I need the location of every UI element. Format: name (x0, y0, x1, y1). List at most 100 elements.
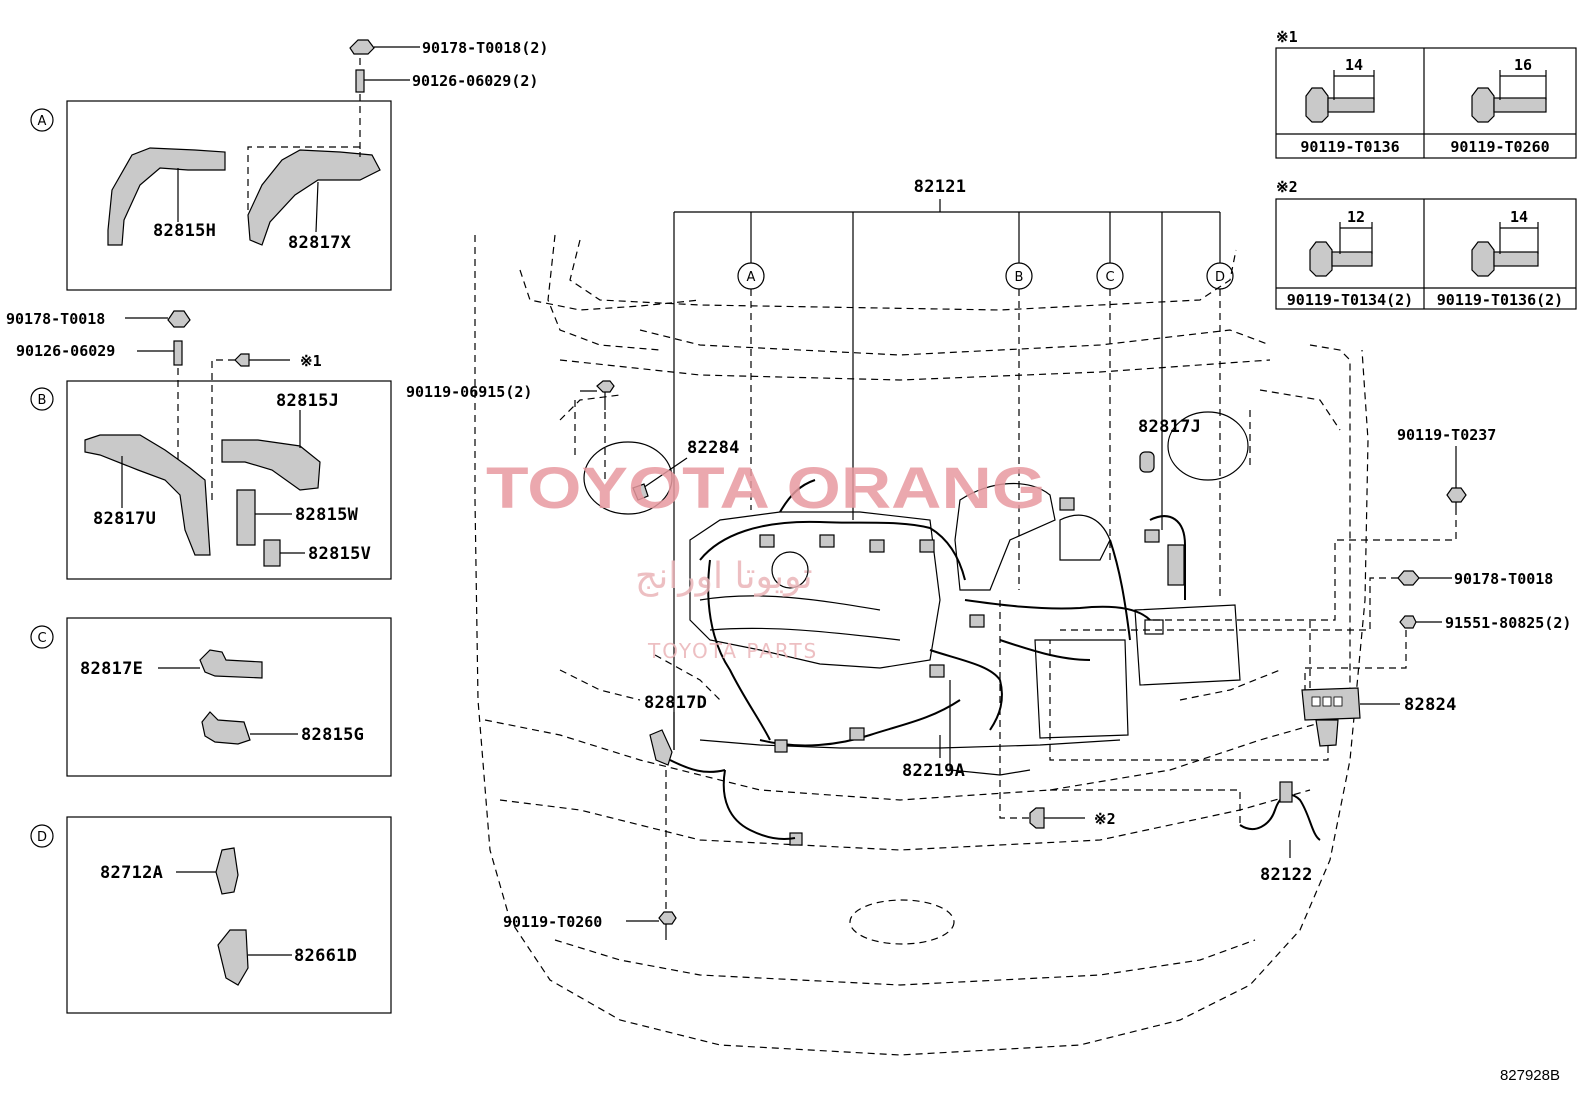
legend-2-size-1: 12 (1347, 208, 1365, 226)
part-82122: 82122 (1260, 865, 1313, 885)
part-82712a: 82712A (100, 863, 163, 883)
vehicle-outline (474, 234, 1369, 1056)
stud-icon (173, 340, 183, 366)
marker-d-circle (30, 824, 54, 848)
legend-1-size-2: 16 (1514, 56, 1532, 74)
marker-b-label: B (38, 393, 47, 408)
fastener-b-stud: 90126-06029 (16, 342, 115, 360)
panel-d-box (66, 816, 392, 1014)
panel-c: C 82817E 82815G (30, 617, 392, 777)
clip-82815w-icon (236, 489, 256, 546)
bolt-icon (1309, 241, 1333, 277)
main-bracket: 82121 A B C D (673, 177, 1234, 750)
bolt-icon (1305, 87, 1329, 123)
leader-marker-b: B (1015, 270, 1024, 285)
bracket-82817e-icon (199, 649, 263, 679)
bolt-icon (1029, 807, 1045, 829)
bolt-icon (596, 380, 615, 393)
panel-b: B 82817U 82815J 82815W 82815V (30, 380, 392, 580)
clip-82815g-icon (201, 711, 251, 745)
legend-2-part-2: 90119-T0136(2) (1437, 291, 1563, 309)
panel-a: A 82815H 82817X 90178-T0018(2) 90126-060… (30, 39, 548, 291)
nut-icon (167, 310, 191, 328)
note-mark-2: ※2 (1094, 810, 1116, 828)
legend-1-size-1: 14 (1345, 56, 1363, 74)
bracket-82817d-icon (649, 729, 673, 766)
fastener-right-nut: 90178-T0018 (1454, 570, 1553, 588)
legend-2-box (1275, 198, 1577, 310)
panel-c-box (66, 617, 392, 777)
marker-b-circle (30, 387, 54, 411)
connector-icon (969, 614, 985, 628)
connector-icon (759, 534, 775, 548)
bracket-82815h-icon (107, 147, 226, 246)
connector-icon (929, 664, 945, 678)
emblem-outline (849, 899, 955, 945)
panel-b-fasteners: 90178-T0018 90126-06029 ※1 (6, 310, 322, 500)
part-82815j: 82815J (276, 391, 339, 411)
bracket-82817u-icon (84, 434, 211, 556)
strut-tower-left (583, 441, 673, 515)
bracket-82815j-icon (221, 439, 321, 491)
connector-icon (919, 539, 935, 553)
diagram-reference: 827928B (1500, 1067, 1560, 1084)
bolt-icon (1446, 487, 1467, 503)
part-82817j: 82817J (1138, 417, 1201, 437)
watermark-arabic: تويوتا اورانج (635, 556, 813, 597)
leader-marker-a: A (747, 270, 756, 285)
sensor-82284-icon (632, 483, 649, 501)
air-intake (954, 482, 1056, 591)
bracket-82661d-icon (217, 929, 249, 986)
watermark-title: TOYOTA ORANG (486, 456, 1046, 521)
nut-icon (1397, 570, 1420, 586)
legend-1-part-1: 90119-T0136 (1300, 138, 1399, 156)
harness-main (699, 520, 966, 581)
part-82284: 82284 (687, 438, 740, 458)
marker-c-label: C (37, 631, 46, 646)
panel-a-box (66, 100, 392, 291)
connector-icon (869, 539, 885, 553)
part-82815h: 82815H (153, 221, 216, 241)
connector-icon (1059, 497, 1075, 511)
bracket-82817x-icon (247, 149, 381, 246)
leader-marker-c: C (1105, 270, 1114, 285)
strut-tower-right (1167, 411, 1249, 481)
clip-82815v-icon (263, 539, 281, 567)
part-82815g: 82815G (301, 725, 364, 745)
part-82815w: 82815W (295, 505, 359, 525)
connector-icon (1139, 451, 1155, 473)
fastener-right-bolt: 90119-T0237 (1397, 426, 1496, 444)
part-82661d: 82661D (294, 946, 357, 966)
part-82817x: 82817X (288, 233, 352, 253)
watermark: TOYOTA ORANG تويوتا اورانج TOYOTA PARTS (486, 456, 1046, 663)
marker-c-circle (30, 625, 54, 649)
connector-icon (1167, 544, 1185, 586)
part-82824: 82824 (1404, 695, 1457, 715)
part-82121: 82121 (914, 177, 967, 197)
note-mark-1: ※1 (300, 352, 322, 370)
part-82817e: 82817E (80, 659, 143, 679)
fastener-top-stud: 90126-06029(2) (412, 72, 538, 90)
fastener-b-nut: 90178-T0018 (6, 310, 105, 328)
fastener-bottom-bolt: 90119-T0260 (503, 913, 602, 931)
connector-icon (849, 727, 865, 741)
leader-marker-d: D (1215, 270, 1225, 285)
bolt-icon (1471, 241, 1495, 277)
watermark-sub: TOYOTA PARTS (647, 639, 818, 663)
bolt-icon (658, 911, 677, 925)
fuse-box (1034, 639, 1129, 739)
legend-2-size-2: 14 (1510, 208, 1528, 226)
legend-1-mark: ※1 (1276, 28, 1298, 46)
legend-group-2: ※2 12 90119-T0134(2) 14 90119-T0136(2) (1275, 178, 1577, 310)
marker-d-label: D (37, 830, 47, 845)
engine-labels: 90119-06915(2) 82284 82817J 82817D 82219… (406, 380, 1571, 940)
marker-a-label: A (38, 114, 47, 129)
bolt-icon (1471, 87, 1495, 123)
part-82817u: 82817U (93, 509, 156, 529)
battery (1134, 604, 1241, 686)
bolt-icon (1399, 615, 1417, 629)
connector-icon (774, 739, 788, 753)
part-82219a: 82219A (902, 761, 965, 781)
legend-2-part-1: 90119-T0134(2) (1287, 291, 1413, 309)
